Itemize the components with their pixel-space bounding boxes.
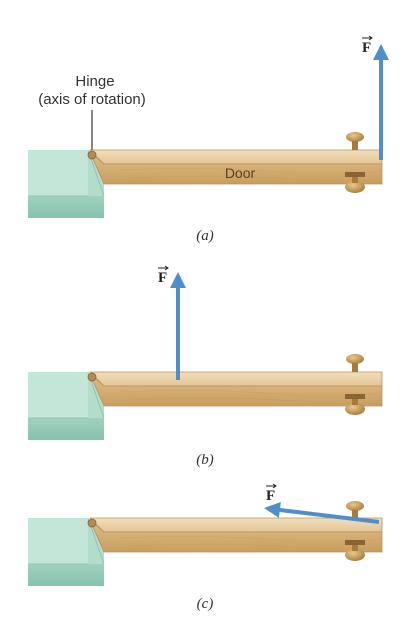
door-c (87, 517, 383, 553)
force-arrow-c (264, 502, 380, 524)
wall-c (28, 517, 105, 586)
hinge-a (87, 150, 97, 160)
door-a (87, 149, 383, 185)
knob-c (345, 501, 365, 561)
panel-a: Hinge (axis of rotation) Door F (a) (28, 35, 389, 244)
panel-b: F (b) (28, 265, 383, 468)
hinge-c (87, 518, 97, 528)
door-b (87, 371, 383, 407)
svg-text:F: F (362, 40, 371, 56)
door-label: Door (225, 165, 256, 181)
knob-a (345, 132, 365, 193)
panel-c: F (c) (28, 483, 383, 612)
hinge-label-axis: (axis of rotation) (38, 91, 146, 108)
force-label-b: F (158, 265, 169, 286)
wall-a (28, 149, 105, 218)
caption-c: (c) (197, 596, 214, 612)
knob-b (345, 354, 365, 415)
hinge-b (87, 372, 97, 382)
svg-text:F: F (158, 270, 167, 286)
force-label-c: F (266, 483, 277, 504)
wall-b (28, 371, 105, 440)
hinge-label: Hinge (75, 73, 114, 90)
force-label-a: F (362, 35, 373, 56)
caption-a: (a) (196, 228, 214, 244)
svg-text:F: F (266, 488, 275, 504)
caption-b: (b) (196, 452, 214, 468)
